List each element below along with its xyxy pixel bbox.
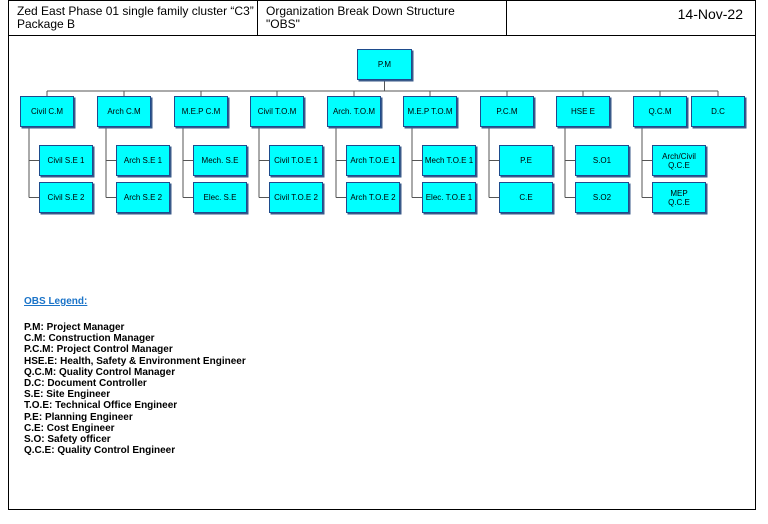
org-node-level1-label: Q.C.M bbox=[648, 107, 672, 116]
org-node-level2: Arch S.E 1 bbox=[116, 145, 170, 176]
org-node-level1-label: Civil T.O.M bbox=[257, 107, 297, 116]
org-node-level1: Civil T.O.M bbox=[250, 96, 304, 127]
title-block: Zed East Phase 01 single family cluster … bbox=[8, 0, 756, 36]
org-node-level2-label: P.E bbox=[520, 156, 532, 165]
project-name-cell: Zed East Phase 01 single family cluster … bbox=[9, 1, 258, 35]
legend-item: P.E: Planning Engineer bbox=[24, 411, 133, 423]
org-node-level1-label: Civil C.M bbox=[31, 107, 63, 116]
document-date: 14-Nov-22 bbox=[677, 6, 743, 22]
org-node-level2-label: Mech. S.E bbox=[201, 156, 239, 165]
org-node-level1-label: M.E.P C.M bbox=[181, 107, 221, 116]
project-name: Zed East Phase 01 single family cluster … bbox=[17, 4, 254, 18]
org-node-level1: Q.C.M bbox=[633, 96, 687, 127]
legend-item: P.M: Project Manager bbox=[24, 322, 125, 333]
legend-item: D.C: Document Controller bbox=[24, 378, 147, 390]
org-node-level1-label: M.E.P T.O.M bbox=[407, 107, 453, 116]
legend-item: HSE.E: Health, Safety & Environment Engi… bbox=[24, 355, 246, 367]
org-node-level1: Arch C.M bbox=[97, 96, 151, 127]
org-node-level2-label: Arch T.O.E 1 bbox=[350, 156, 396, 165]
org-node-level2: Elec. T.O.E 1 bbox=[422, 182, 476, 213]
org-node-level2: Civil S.E 2 bbox=[39, 182, 93, 213]
org-node-level1-label: P.C.M bbox=[496, 107, 518, 116]
org-node-level1-label: HSE E bbox=[570, 107, 595, 116]
document-subtitle: "OBS" bbox=[266, 17, 300, 31]
org-node-level2: Arch T.O.E 2 bbox=[346, 182, 400, 213]
org-node-level2-label: Mech T.O.E 1 bbox=[424, 156, 474, 165]
org-node-level2: Arch/Civil Q.C.E bbox=[652, 145, 706, 176]
legend-title: OBS Legend: bbox=[24, 296, 88, 307]
org-node-level1-label: D.C bbox=[711, 107, 725, 116]
org-node-level1: M.E.P T.O.M bbox=[403, 96, 457, 127]
legend-item: C.M: Construction Manager bbox=[24, 333, 155, 345]
date-cell: 14-Nov-22 bbox=[507, 1, 755, 35]
legend-item: S.O: Safety officer bbox=[24, 434, 111, 446]
org-node-level2: Arch T.O.E 1 bbox=[346, 145, 400, 176]
org-node-level2-label: MEP Q.C.E bbox=[668, 188, 690, 207]
legend-item: Q.C.E: Quality Control Engineer bbox=[24, 445, 176, 457]
org-node-level1: M.E.P C.M bbox=[174, 96, 228, 127]
org-node-project-manager-label: P.M bbox=[377, 60, 392, 69]
org-node-level2-label: Arch S.E 2 bbox=[123, 193, 163, 202]
org-node-project-manager: P.M bbox=[357, 49, 412, 80]
legend-item: T.O.E: Technical Office Engineer bbox=[24, 400, 178, 412]
org-node-level2: Civil S.E 1 bbox=[39, 145, 93, 176]
legend-item: Q.C.M: Quality Control Manager bbox=[24, 366, 176, 378]
org-node-level1: Civil C.M bbox=[20, 96, 74, 127]
document-title: Organization Break Down Structure bbox=[266, 4, 455, 18]
org-node-level2: Elec. S.E bbox=[193, 182, 247, 213]
org-node-level2: S.O1 bbox=[575, 145, 629, 176]
org-node-level1: D.C bbox=[691, 96, 745, 127]
org-node-level1: P.C.M bbox=[480, 96, 534, 127]
org-node-level2-label: Civil S.E 2 bbox=[47, 193, 85, 202]
org-node-level2: Arch S.E 2 bbox=[116, 182, 170, 213]
org-node-level2-label: C.E bbox=[519, 193, 533, 202]
org-node-level2-label: S.O2 bbox=[592, 193, 612, 202]
org-node-level2-label: S.O1 bbox=[592, 156, 612, 165]
org-node-level2: Civil T.O.E 2 bbox=[269, 182, 323, 213]
org-node-level2: S.O2 bbox=[575, 182, 629, 213]
org-node-level2-label: Civil T.O.E 1 bbox=[274, 156, 318, 165]
legend-item: C.E: Cost Engineer bbox=[24, 422, 115, 434]
org-node-level1: Arch. T.O.M bbox=[327, 96, 381, 127]
legend-item: P.C.M: Project Control Manager bbox=[24, 344, 173, 356]
org-node-level2-label: Arch T.O.E 2 bbox=[350, 193, 396, 202]
org-node-level2-label: Elec. T.O.E 1 bbox=[425, 193, 473, 202]
package-name: Package B bbox=[17, 17, 76, 31]
org-node-level2-label: Civil S.E 1 bbox=[47, 156, 85, 165]
org-node-level1-label: Arch. T.O.M bbox=[332, 107, 376, 116]
org-node-level2-label: Arch/Civil Q.C.E bbox=[662, 151, 696, 170]
legend-item: S.E: Site Engineer bbox=[24, 389, 111, 401]
org-node-level1: HSE E bbox=[556, 96, 610, 127]
org-node-level2: MEP Q.C.E bbox=[652, 182, 706, 213]
org-node-level2-label: Arch S.E 1 bbox=[123, 156, 163, 165]
org-node-level2: Mech T.O.E 1 bbox=[422, 145, 476, 176]
org-node-level2: Civil T.O.E 1 bbox=[269, 145, 323, 176]
org-node-level1-label: Arch C.M bbox=[107, 107, 141, 116]
org-node-level2-label: Civil T.O.E 2 bbox=[274, 193, 318, 202]
org-node-level2: P.E bbox=[499, 145, 553, 176]
org-node-level2: C.E bbox=[499, 182, 553, 213]
document-title-cell: Organization Break Down Structure "OBS" bbox=[258, 1, 507, 35]
drawing-frame bbox=[8, 36, 756, 510]
org-node-level2: Mech. S.E bbox=[193, 145, 247, 176]
org-node-level2-label: Elec. S.E bbox=[203, 193, 237, 202]
